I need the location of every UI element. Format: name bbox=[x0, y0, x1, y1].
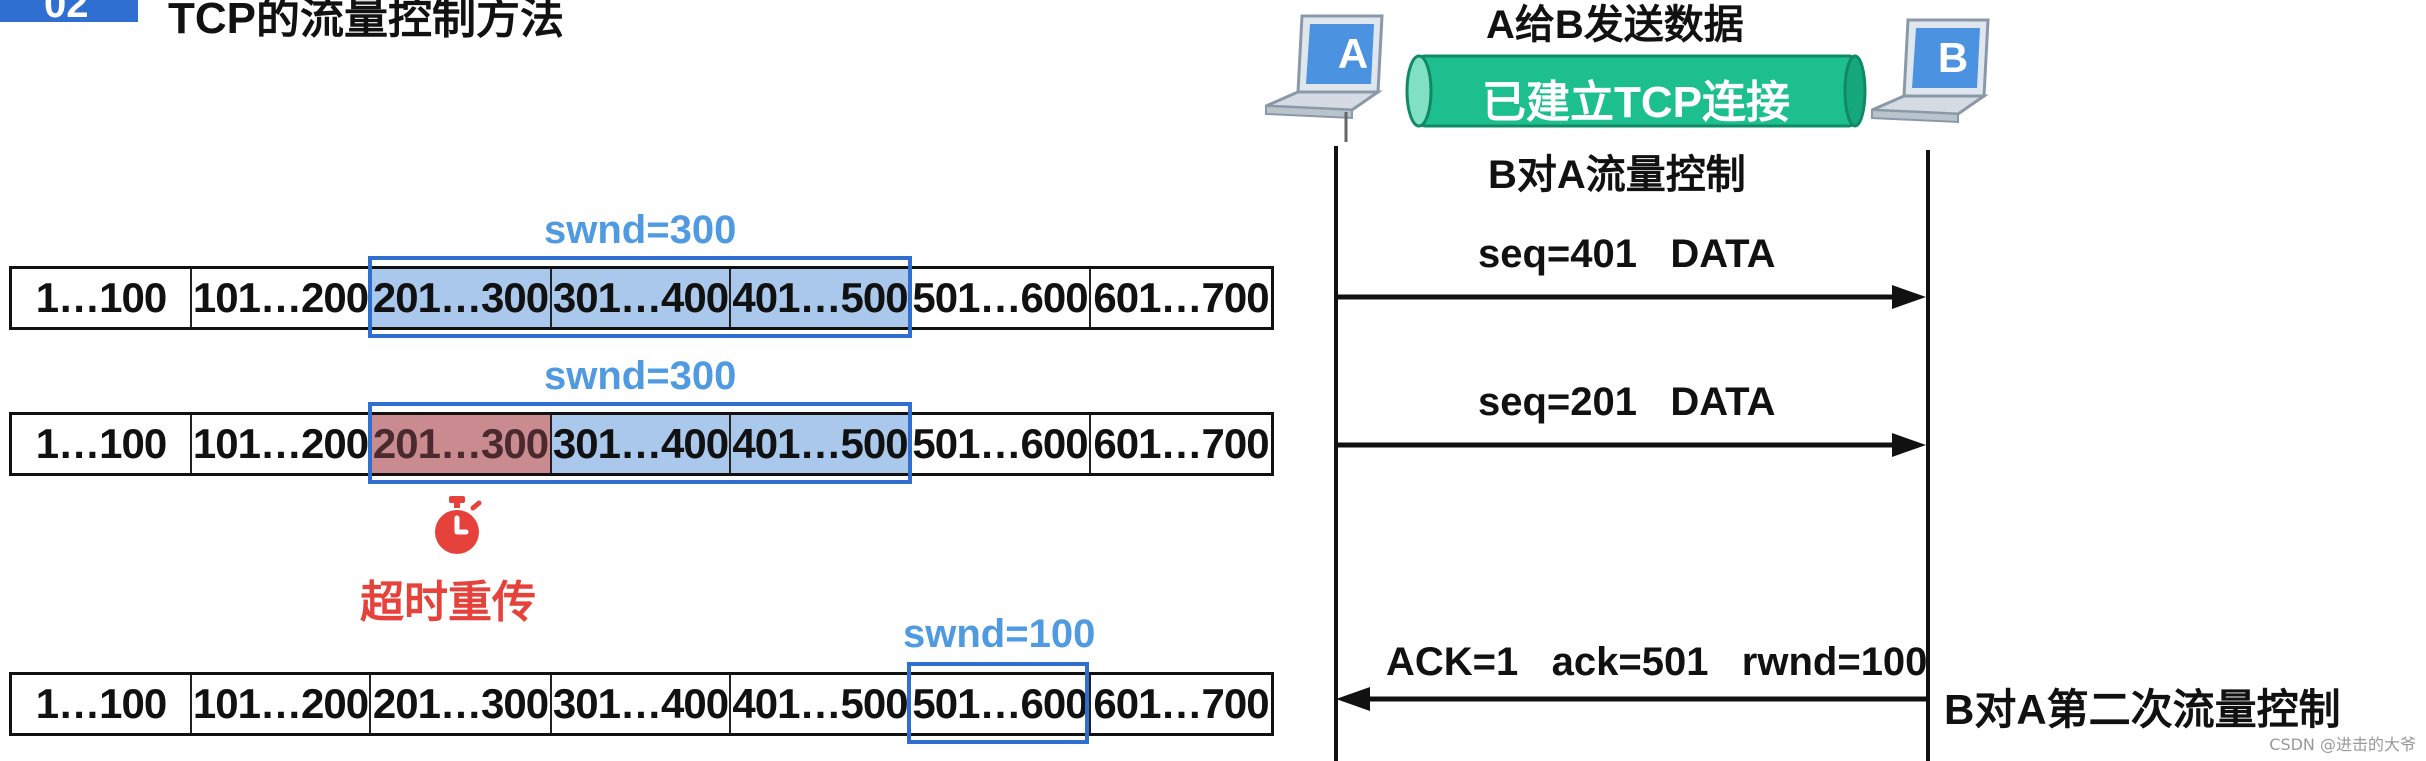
segment-cell: 601…700 bbox=[1093, 420, 1269, 467]
page-title: TCP的流量控制方法 bbox=[168, 0, 564, 43]
section-badge bbox=[0, 0, 138, 22]
segment-cell: 301…400 bbox=[552, 675, 731, 733]
segment-cell-in-window: 401…500 bbox=[731, 415, 911, 473]
host-a-lifeline bbox=[1334, 146, 1338, 761]
retransmit-label: 超时重传 bbox=[360, 578, 536, 627]
segment-cell: 601…700 bbox=[1093, 274, 1269, 321]
tcp-connection-tube bbox=[1405, 54, 1867, 128]
stopwatch-icon bbox=[435, 496, 482, 554]
host-b-label: B bbox=[1937, 34, 1969, 81]
segment-cell-in-window: 401…500 bbox=[731, 269, 911, 327]
connection-label: 已建立TCP连接 bbox=[1482, 78, 1790, 127]
section-badge-slant bbox=[112, 0, 138, 22]
window-label: swnd=300 bbox=[544, 208, 737, 252]
sequence-row: 1…100 101…200 201…300 301…400 401…500 50… bbox=[9, 412, 1274, 476]
send-window-frame bbox=[368, 402, 912, 484]
segment-cell: 101…200 bbox=[192, 675, 371, 733]
host-b-laptop-icon bbox=[1871, 18, 1990, 124]
segment-cell: 101…200 bbox=[192, 415, 371, 473]
message-arrow-a-to-b bbox=[1336, 285, 1926, 309]
segment-cell: 101…200 bbox=[192, 269, 371, 327]
message-label: seq=401 DATA bbox=[1478, 232, 1776, 276]
segment-cell-in-window: 201…300 bbox=[371, 269, 552, 327]
segment-cell: 1…100 bbox=[12, 675, 192, 733]
segment-cell: 1…100 bbox=[12, 415, 192, 473]
send-window-frame bbox=[907, 662, 1089, 744]
segment-cell-in-window: 301…400 bbox=[552, 415, 731, 473]
second-flow-control-label: B对A第二次流量控制 bbox=[1944, 686, 2341, 733]
data-direction-label: A给B发送数据 bbox=[1486, 3, 1744, 47]
host-b-lifeline bbox=[1926, 150, 1930, 761]
watermark: CSDN @进击的大爷 bbox=[2269, 735, 2416, 754]
segment-cell: 601…700 bbox=[1093, 680, 1269, 727]
segment-cell-in-window: 301…400 bbox=[552, 269, 731, 327]
host-a-laptop-icon bbox=[1265, 14, 1384, 142]
window-label: swnd=300 bbox=[544, 354, 737, 398]
flow-control-label: B对A流量控制 bbox=[1488, 153, 1746, 197]
host-a-label: A bbox=[1337, 30, 1369, 77]
section-number: 02 bbox=[44, 0, 89, 26]
sequence-row: 1…100 101…200 201…300 301…400 401…500 50… bbox=[9, 266, 1274, 330]
segment-cell: 401…500 bbox=[731, 675, 911, 733]
segment-cell: 501…600 bbox=[911, 415, 1091, 473]
window-label: swnd=100 bbox=[903, 612, 1096, 656]
message-label: ACK=1 ack=501 rwnd=100 bbox=[1386, 640, 1928, 684]
message-arrow-b-to-a bbox=[1336, 687, 1928, 711]
segment-cell: 1…100 bbox=[12, 269, 192, 327]
segment-cell: 501…600 bbox=[911, 675, 1091, 733]
send-window-frame bbox=[368, 256, 912, 338]
message-label: seq=201 DATA bbox=[1478, 380, 1776, 424]
message-arrow-a-to-b bbox=[1336, 433, 1926, 457]
segment-cell: 201…300 bbox=[371, 675, 552, 733]
sequence-row: 1…100 101…200 201…300 301…400 401…500 50… bbox=[9, 672, 1274, 736]
segment-cell: 501…600 bbox=[911, 269, 1091, 327]
segment-cell-retransmit: 201…300 bbox=[371, 415, 552, 473]
